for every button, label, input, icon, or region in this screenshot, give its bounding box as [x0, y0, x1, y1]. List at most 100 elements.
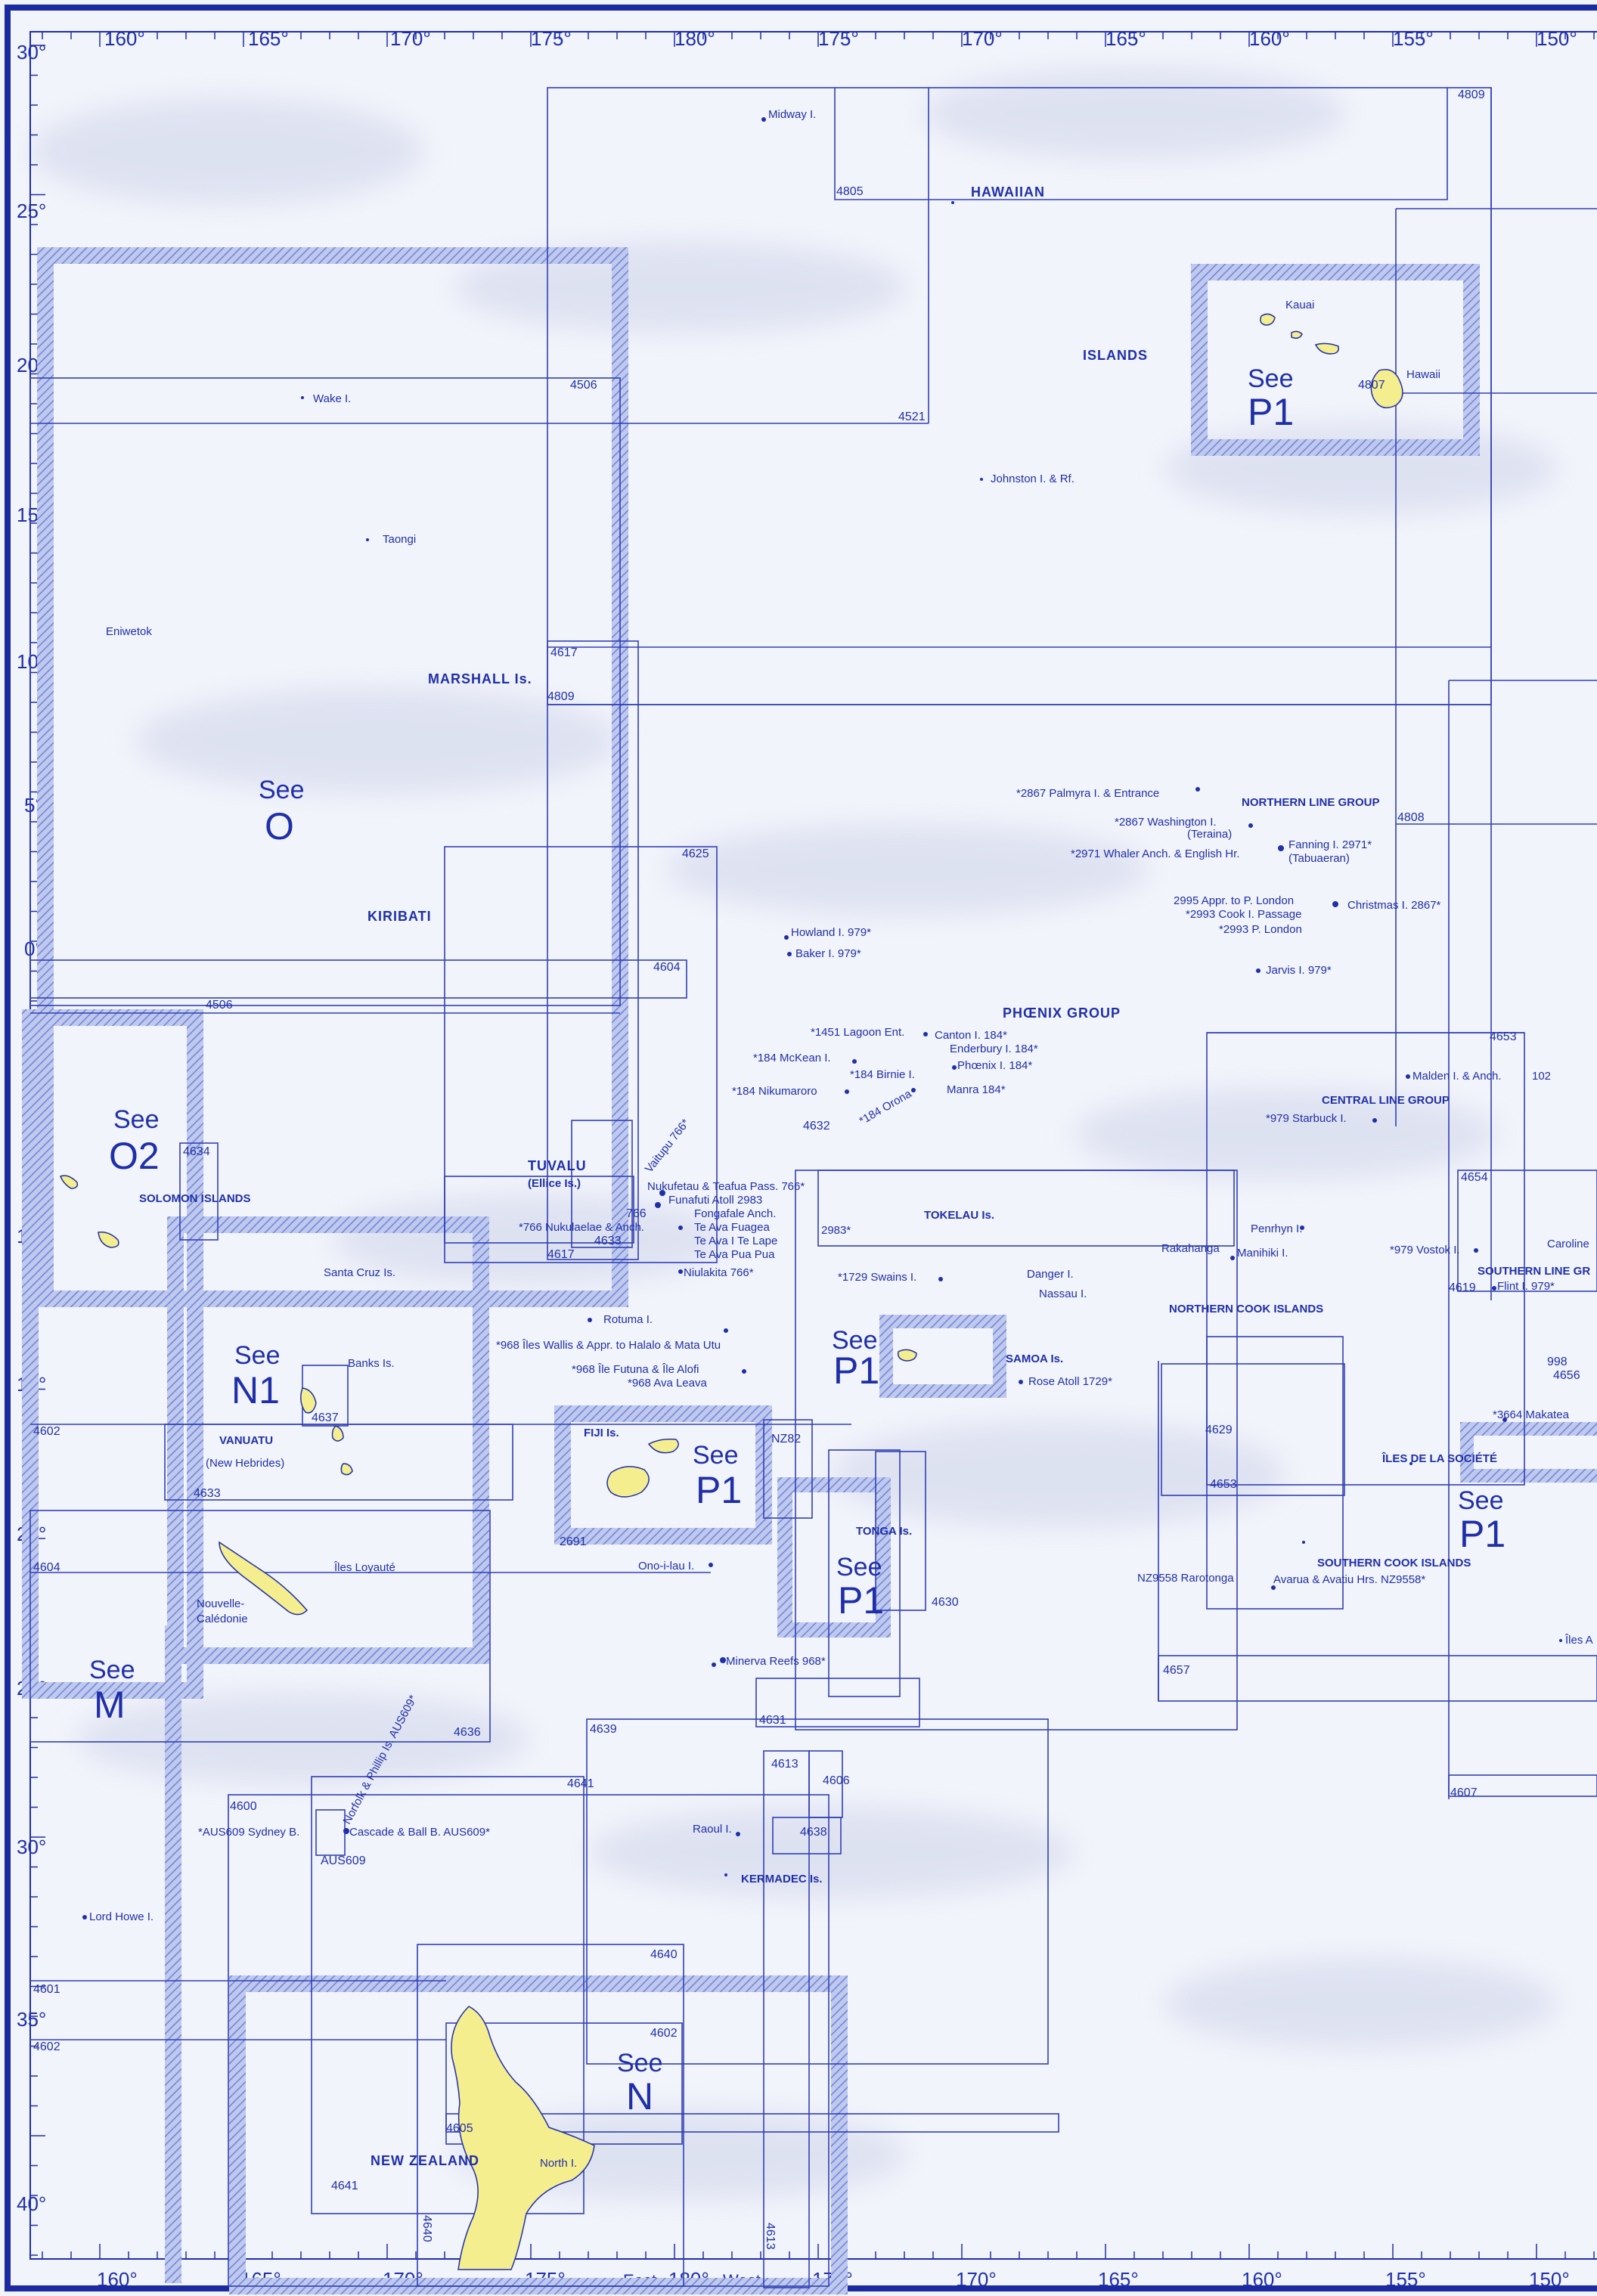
- see-code: P1: [838, 1579, 884, 1622]
- island-north-island-nz: [451, 2006, 595, 2270]
- chart-4641-outline: [311, 1776, 585, 2214]
- see-o2-frame: [22, 1009, 203, 1699]
- chart-number: 4641: [331, 2180, 358, 2192]
- island-malakula: [331, 1425, 344, 1442]
- label-southern-cook: SOUTHERN COOK ISLANDS: [1317, 1557, 1471, 1569]
- label-phoenix: PHŒNIX GROUP: [1003, 1005, 1121, 1021]
- place-malden-no: 102: [1532, 1070, 1551, 1083]
- lon-label: 175°: [531, 27, 572, 50]
- chart-number: 4657: [1163, 1664, 1190, 1677]
- lon-label: 170°: [962, 27, 1003, 50]
- place-vostok: *979 Vostok I.: [1390, 1244, 1460, 1256]
- place-phoenix-i: Phœnix I. 184*: [957, 1059, 1032, 1072]
- chart-number: 4637: [312, 1411, 339, 1424]
- place-ava-leava: *968 Ava Leava: [628, 1377, 707, 1390]
- place-caroline: Caroline: [1547, 1238, 1589, 1250]
- place-hawaii: Hawaii: [1406, 368, 1440, 381]
- place-nouvelle-caledonie-1: Nouvelle-: [197, 1597, 244, 1610]
- chart-number: 4521: [898, 411, 926, 423]
- label-ellice: (Ellice Is.): [528, 1177, 581, 1190]
- chart-number: 4640: [420, 2215, 433, 2242]
- chart-number: 4629: [1205, 1424, 1233, 1436]
- lat-label: 35°: [17, 2008, 46, 2031]
- chart-number: 4639: [590, 1723, 617, 1736]
- place-rose: Rose Atoll 1729*: [1028, 1375, 1112, 1388]
- island-viti-levu: [606, 1466, 650, 1498]
- chart-number: 4638: [800, 1826, 827, 1839]
- chart-4617-outline: [547, 640, 639, 1260]
- chart-number: 4633: [194, 1487, 221, 1500]
- island-vanua-levu: [647, 1438, 679, 1454]
- place-jarvis: Jarvis I. 979*: [1266, 964, 1332, 977]
- chart-number: 4808: [1397, 811, 1425, 824]
- label-northern-line: NORTHERN LINE GROUP: [1242, 796, 1380, 809]
- island-maui-molokai: [1314, 342, 1340, 355]
- chart-4639-outline: [586, 1718, 1049, 2065]
- label-islands: ISLANDS: [1083, 348, 1148, 363]
- chart-number: 4601: [33, 1983, 60, 1996]
- island-espiritu-santo: [300, 1387, 317, 1414]
- island-dots: [82, 117, 1562, 1920]
- chart-number: 4636: [454, 1726, 481, 1739]
- label-kiribati: KIRIBATI: [367, 909, 432, 924]
- lon-label: 150°: [1529, 2268, 1570, 2291]
- label-new-hebrides: (New Hebrides): [206, 1457, 284, 1470]
- lat-label: 30°: [17, 1836, 46, 1858]
- chart-4607-outline: [1448, 1774, 1597, 1797]
- chart-number: 4640: [650, 1948, 678, 1961]
- place-nouvelle-caledonie-2: Calédonie: [197, 1613, 248, 1625]
- chart-number: 4604: [33, 1561, 60, 1574]
- lon-label: 165°: [248, 27, 289, 50]
- chart-number: 766: [626, 1207, 647, 1220]
- label-tonga: TONGA Is.: [856, 1525, 912, 1538]
- chart-number: 4633: [594, 1235, 622, 1247]
- label-societe: ÎLES DE LA SOCIÉTÉ: [1381, 1452, 1497, 1465]
- chart-4629-outline: [1161, 1363, 1345, 1496]
- chart-4634-outline: [179, 1142, 219, 1241]
- place-rotuma: Rotuma I.: [603, 1313, 653, 1326]
- see-code: N1: [231, 1369, 280, 1411]
- label-tuvalu: TUVALU: [528, 1158, 587, 1173]
- chart-number: 4653: [1210, 1478, 1237, 1491]
- place-lord-howe: Lord Howe I.: [89, 1910, 153, 1923]
- lat-label: 30°: [17, 41, 46, 64]
- label-hawaiian: HAWAIIAN: [971, 184, 1045, 200]
- lon-label: 150°: [1537, 27, 1577, 50]
- island-efate: [340, 1463, 353, 1476]
- see-code: P1: [833, 1349, 879, 1392]
- chart-number: 4617: [550, 646, 578, 659]
- place-santa-cruz: Santa Cruz Is.: [324, 1266, 395, 1279]
- chart-number: 4656: [1553, 1369, 1580, 1382]
- place-loyaute: Îles Loyauté: [333, 1561, 395, 1574]
- region-labels: HAWAIIAN ISLANDS MARSHALL Is. KIRIBATI N…: [139, 184, 1590, 2168]
- see-word: See: [836, 1553, 882, 1582]
- see-code: O2: [109, 1135, 160, 1177]
- label-marshall: MARSHALL Is.: [428, 671, 532, 686]
- place-ono-i-lau: Ono-i-lau I.: [638, 1560, 694, 1572]
- see-p1-hawaii-frame: [1191, 264, 1480, 456]
- chart-number: 4809: [1458, 88, 1485, 101]
- place-nukufetau: Nukufetau & Teafua Pass. 766*: [647, 1180, 805, 1193]
- place-washington: *2867 Washington I.: [1115, 816, 1217, 829]
- place-swains: *1729 Swains I.: [838, 1271, 916, 1284]
- lon-label: 160°: [97, 2268, 138, 2291]
- chart-4633-outline: [444, 1176, 634, 1244]
- see-p1-societe-frame: [1460, 1422, 1597, 1483]
- chart-number: 4805: [836, 185, 864, 198]
- place-malden: Malden I. & Anch.: [1412, 1070, 1502, 1083]
- lon-label: 180°: [674, 27, 715, 50]
- see-word: See: [259, 776, 305, 804]
- place-danger: Danger I.: [1027, 1268, 1074, 1281]
- chart-number: 4602: [33, 2040, 60, 2053]
- see-p1-samoa-frame: [879, 1315, 1006, 1398]
- chart-4633b-outline: [164, 1424, 513, 1501]
- chart-number: 4653: [1490, 1030, 1517, 1043]
- place-raoul: Raoul I.: [693, 1823, 732, 1836]
- chart-number: 4607: [1450, 1786, 1478, 1799]
- place-rarotonga: NZ9558 Rarotonga: [1137, 1572, 1234, 1585]
- chart-4605-outline: [445, 2113, 1059, 2133]
- place-minerva: Minerva Reefs 968*: [726, 1655, 826, 1668]
- chart-number: 4506: [570, 379, 597, 392]
- place-iles-a: Îles A: [1564, 1634, 1593, 1647]
